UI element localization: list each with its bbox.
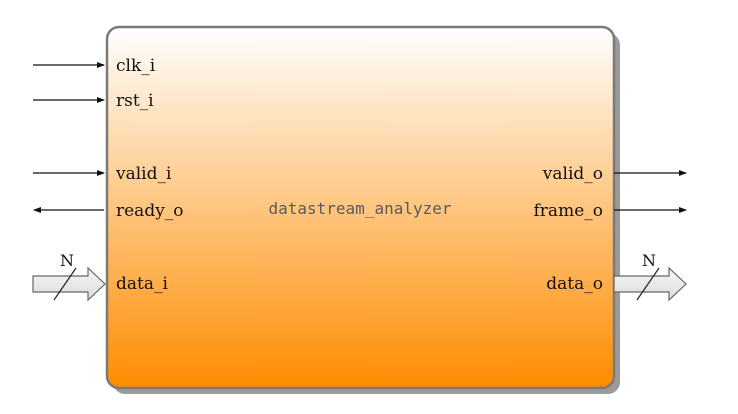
module-name: datastream_analyzer (268, 199, 451, 218)
port-label-clk-i: clk_i (116, 56, 156, 76)
port-label-ready-o: ready_o (116, 201, 184, 221)
port-label-data-o: data_o (546, 274, 603, 294)
port-label-valid-i: valid_i (115, 164, 172, 184)
bus-arrow-data-i (32, 266, 106, 302)
bus-width-slash-out (636, 267, 660, 301)
port-label-data-i: data_i (116, 274, 168, 294)
port-label-rst-i: rst_i (116, 91, 154, 111)
bus-width-in: N (60, 251, 74, 270)
port-label-frame-o: frame_o (534, 201, 603, 221)
bus-width-out: N (642, 251, 656, 270)
port-label-valid-o: valid_o (542, 164, 603, 184)
bus-arrow-data-o (613, 266, 687, 302)
module-box (105, 25, 616, 390)
bus-width-slash-in (53, 267, 77, 301)
